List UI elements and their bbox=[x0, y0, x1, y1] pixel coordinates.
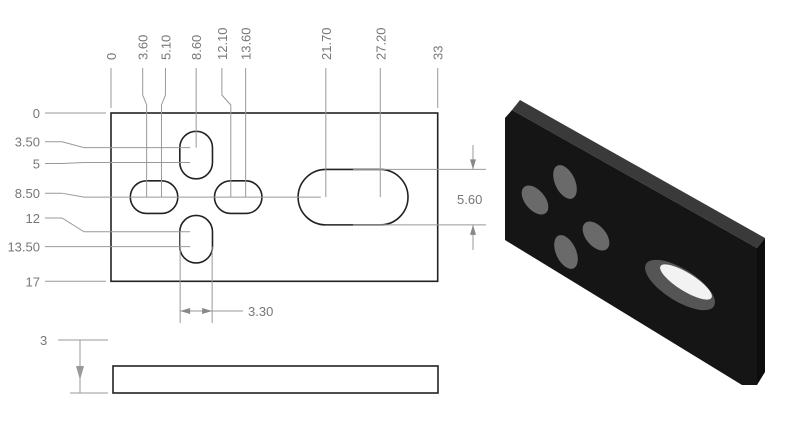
y-dimension-label: 0 bbox=[33, 106, 40, 121]
block-right-face bbox=[757, 238, 765, 385]
y-extension-line bbox=[45, 162, 191, 164]
plan-view: 0 3.60 5.10 8.60 12.10 13.60 21.70 27.20 33 0 3.50… bbox=[7, 27, 486, 323]
y-dimension-label: 17 bbox=[26, 274, 40, 289]
isometric-view bbox=[505, 100, 765, 385]
y-dimension-label: 3.50 bbox=[15, 135, 40, 150]
width-label: 3.30 bbox=[248, 304, 273, 319]
x-dimension-label: 3.60 bbox=[136, 35, 151, 60]
side-view-outline bbox=[112, 365, 439, 394]
x-dimension-label: 12.10 bbox=[215, 27, 230, 60]
y-dimension-label: 13.50 bbox=[7, 240, 40, 255]
block-front-face bbox=[505, 110, 757, 385]
width-arrows bbox=[180, 308, 213, 314]
x-dimension-label: 5.10 bbox=[158, 35, 173, 60]
x-dimension-label: 8.60 bbox=[189, 35, 204, 60]
y-dimension-label: 8.50 bbox=[15, 186, 40, 201]
x-dimension-label: 13.60 bbox=[239, 27, 254, 60]
y-extension-line bbox=[45, 192, 321, 198]
block-top-face bbox=[512, 100, 765, 248]
iso-hole-bottom bbox=[554, 235, 578, 269]
x-extension-line bbox=[221, 68, 232, 198]
slot-1 bbox=[179, 214, 214, 264]
y-dimension-label: 5 bbox=[33, 156, 40, 171]
x-dimension-label: 27.20 bbox=[373, 27, 388, 60]
iso-hole-top bbox=[553, 165, 577, 199]
iso-large-slot-inner bbox=[660, 264, 712, 300]
y-dimension-label: 12 bbox=[26, 211, 40, 226]
slot-height-label: 5.60 bbox=[457, 192, 482, 207]
x-extension-line bbox=[160, 68, 166, 198]
x-extension-line bbox=[142, 68, 148, 198]
thickness-label: 3 bbox=[40, 333, 47, 348]
iso-hole-right bbox=[582, 221, 610, 251]
thickness-arrow bbox=[76, 366, 84, 380]
side-view: 3 bbox=[40, 333, 439, 394]
x-dimension-label: 33 bbox=[431, 46, 446, 60]
iso-hole-left bbox=[521, 185, 549, 215]
x-dimension-label: 0 bbox=[104, 53, 119, 60]
y-extension-line bbox=[45, 217, 191, 233]
y-extension-line bbox=[45, 141, 191, 149]
x-dimension-label: 21.70 bbox=[319, 27, 334, 60]
